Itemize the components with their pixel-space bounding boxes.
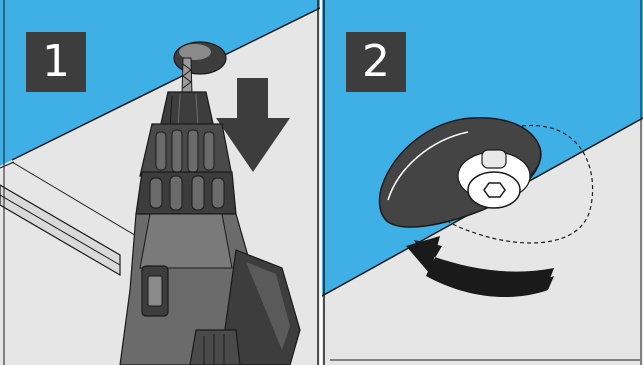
step-number-badge: 1 [26, 32, 86, 92]
wall-plug-icon [174, 42, 226, 74]
step-1-panel: 1 [0, 0, 320, 365]
step-2-panel: 2 [322, 0, 643, 365]
step-number-badge: 2 [346, 32, 406, 92]
